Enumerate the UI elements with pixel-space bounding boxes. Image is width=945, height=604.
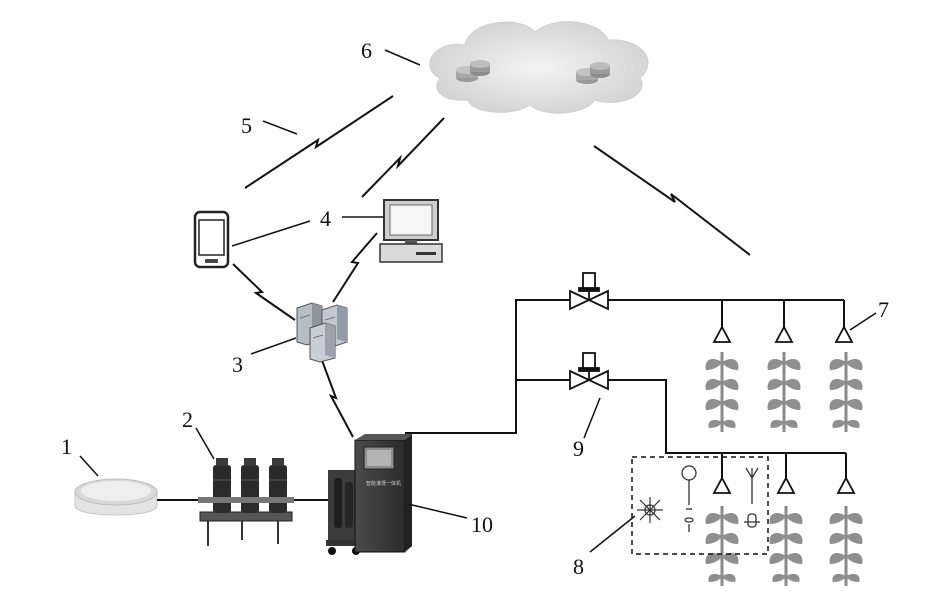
svg-text:智能灌溉一体机: 智能灌溉一体机	[366, 480, 401, 487]
sprinkler-head-icon	[834, 325, 854, 343]
crop-rows	[704, 350, 864, 588]
wireless-link-pc-cloud	[361, 117, 445, 198]
crop-plant-icon	[828, 350, 864, 434]
filter-group-icon	[198, 458, 294, 546]
callout-7: 7	[878, 297, 889, 322]
server-icon	[296, 302, 348, 363]
solenoid-valve-lower-icon	[569, 352, 609, 391]
wireless-link-server-cabinet	[319, 354, 354, 438]
wireless-links	[232, 95, 751, 438]
callout-labels: 1 2 3 4 5 6 7 8 9 10	[61, 38, 889, 579]
callout-3: 3	[232, 352, 243, 377]
callout-8: 8	[573, 554, 584, 579]
callout-2: 2	[182, 407, 193, 432]
desktop-computer-icon	[379, 199, 443, 263]
sprinkler-head-icon	[712, 325, 732, 343]
callout-1: 1	[61, 434, 72, 459]
callout-9: 9	[573, 436, 584, 461]
sprinkler-head-icon	[776, 476, 796, 494]
callout-4: 4	[320, 206, 331, 231]
pressure-gauge-icon	[681, 465, 697, 532]
sensor-station-icon	[631, 456, 769, 555]
callout-6: 6	[361, 38, 372, 63]
cloud-database-left-icon	[456, 60, 490, 82]
cloud-icon	[429, 21, 649, 114]
reservoir-icon	[74, 478, 158, 516]
control-cabinet-icon: 智能灌溉一体机	[326, 434, 412, 555]
callout-5: 5	[241, 113, 252, 138]
leader-lines	[79, 49, 877, 553]
crop-plant-icon	[828, 504, 864, 588]
cabinet-outlet-pipe	[405, 299, 572, 434]
antenna-sensor-icon	[744, 467, 760, 528]
crop-plant-icon	[766, 350, 802, 434]
callout-10: 10	[471, 512, 493, 537]
cloud-database-right-icon	[576, 62, 610, 84]
wireless-link-phone-cloud	[244, 95, 394, 189]
sprinkler-head-icon	[774, 325, 794, 343]
crop-plant-icon	[704, 504, 740, 588]
lower-lateral-pipe	[606, 379, 846, 454]
crop-plant-icon	[704, 350, 740, 434]
weather-sensor-icon	[637, 497, 663, 523]
wireless-link-phone-server	[232, 263, 296, 321]
wireless-link-field-cloud	[593, 145, 751, 256]
solenoid-valve-upper-icon	[569, 272, 609, 311]
sprinkler-head-icon	[712, 476, 732, 494]
sprinkler-head-icon	[836, 476, 856, 494]
wireless-link-pc-server	[332, 232, 378, 303]
sprinkler-heads	[712, 325, 856, 494]
irrigation-pipe-network	[405, 299, 847, 478]
crop-plant-icon	[768, 504, 804, 588]
smartphone-icon	[193, 210, 230, 269]
